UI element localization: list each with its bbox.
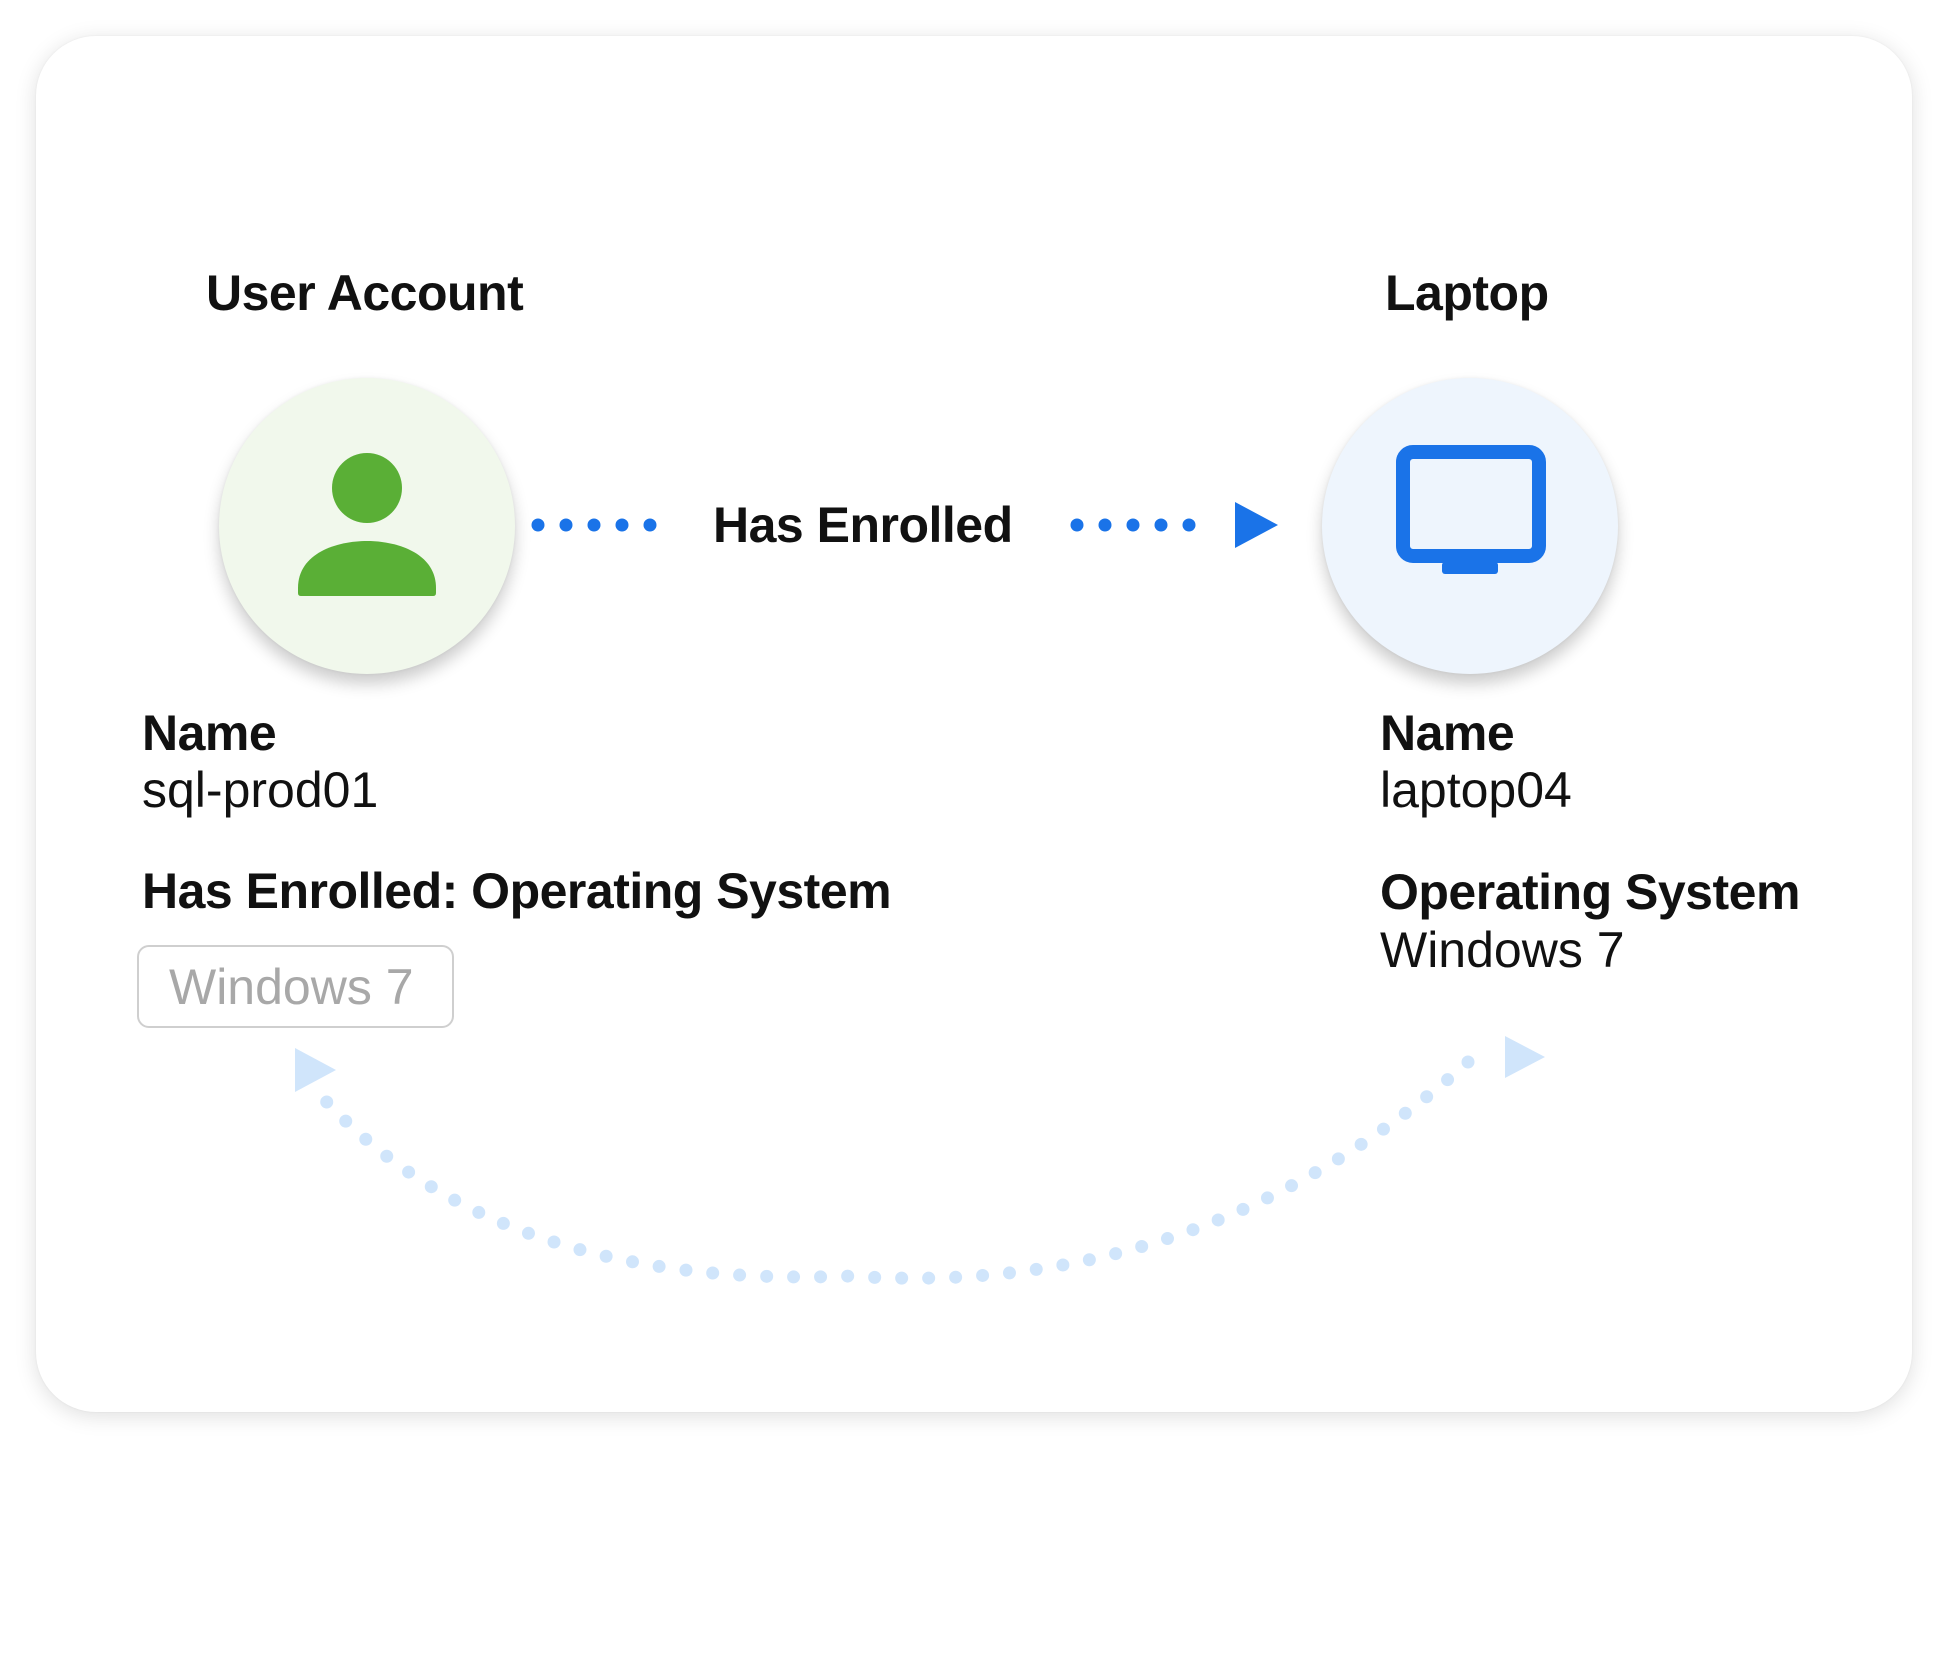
- source-node-heading: User Account: [206, 265, 524, 321]
- target-name-label: Name: [1380, 705, 1515, 761]
- source-name-label: Name: [142, 705, 277, 761]
- return-edge: [316, 1055, 1475, 1285]
- source-relation-field-label: Has Enrolled: Operating System: [142, 863, 892, 919]
- target-os-label: Operating System: [1380, 864, 1800, 920]
- laptop-node[interactable]: [1322, 378, 1618, 674]
- user-account-node[interactable]: [219, 378, 515, 674]
- target-os-value: Windows 7: [1380, 922, 1625, 978]
- relationship-arrowhead-icon: [1235, 502, 1278, 548]
- source-relation-field-input[interactable]: [137, 945, 454, 1028]
- relationship-label: Has Enrolled: [713, 497, 1013, 553]
- user-icon: [298, 453, 436, 596]
- source-name-value: sql-prod01: [142, 762, 379, 818]
- target-name-value: laptop04: [1380, 762, 1572, 818]
- target-node-heading: Laptop: [1385, 265, 1549, 321]
- return-arrowhead-right-icon: [1505, 1036, 1545, 1078]
- return-arrowhead-left-icon: [295, 1048, 336, 1092]
- diagram-card: [36, 36, 1912, 1412]
- monitor-icon: [1396, 445, 1546, 574]
